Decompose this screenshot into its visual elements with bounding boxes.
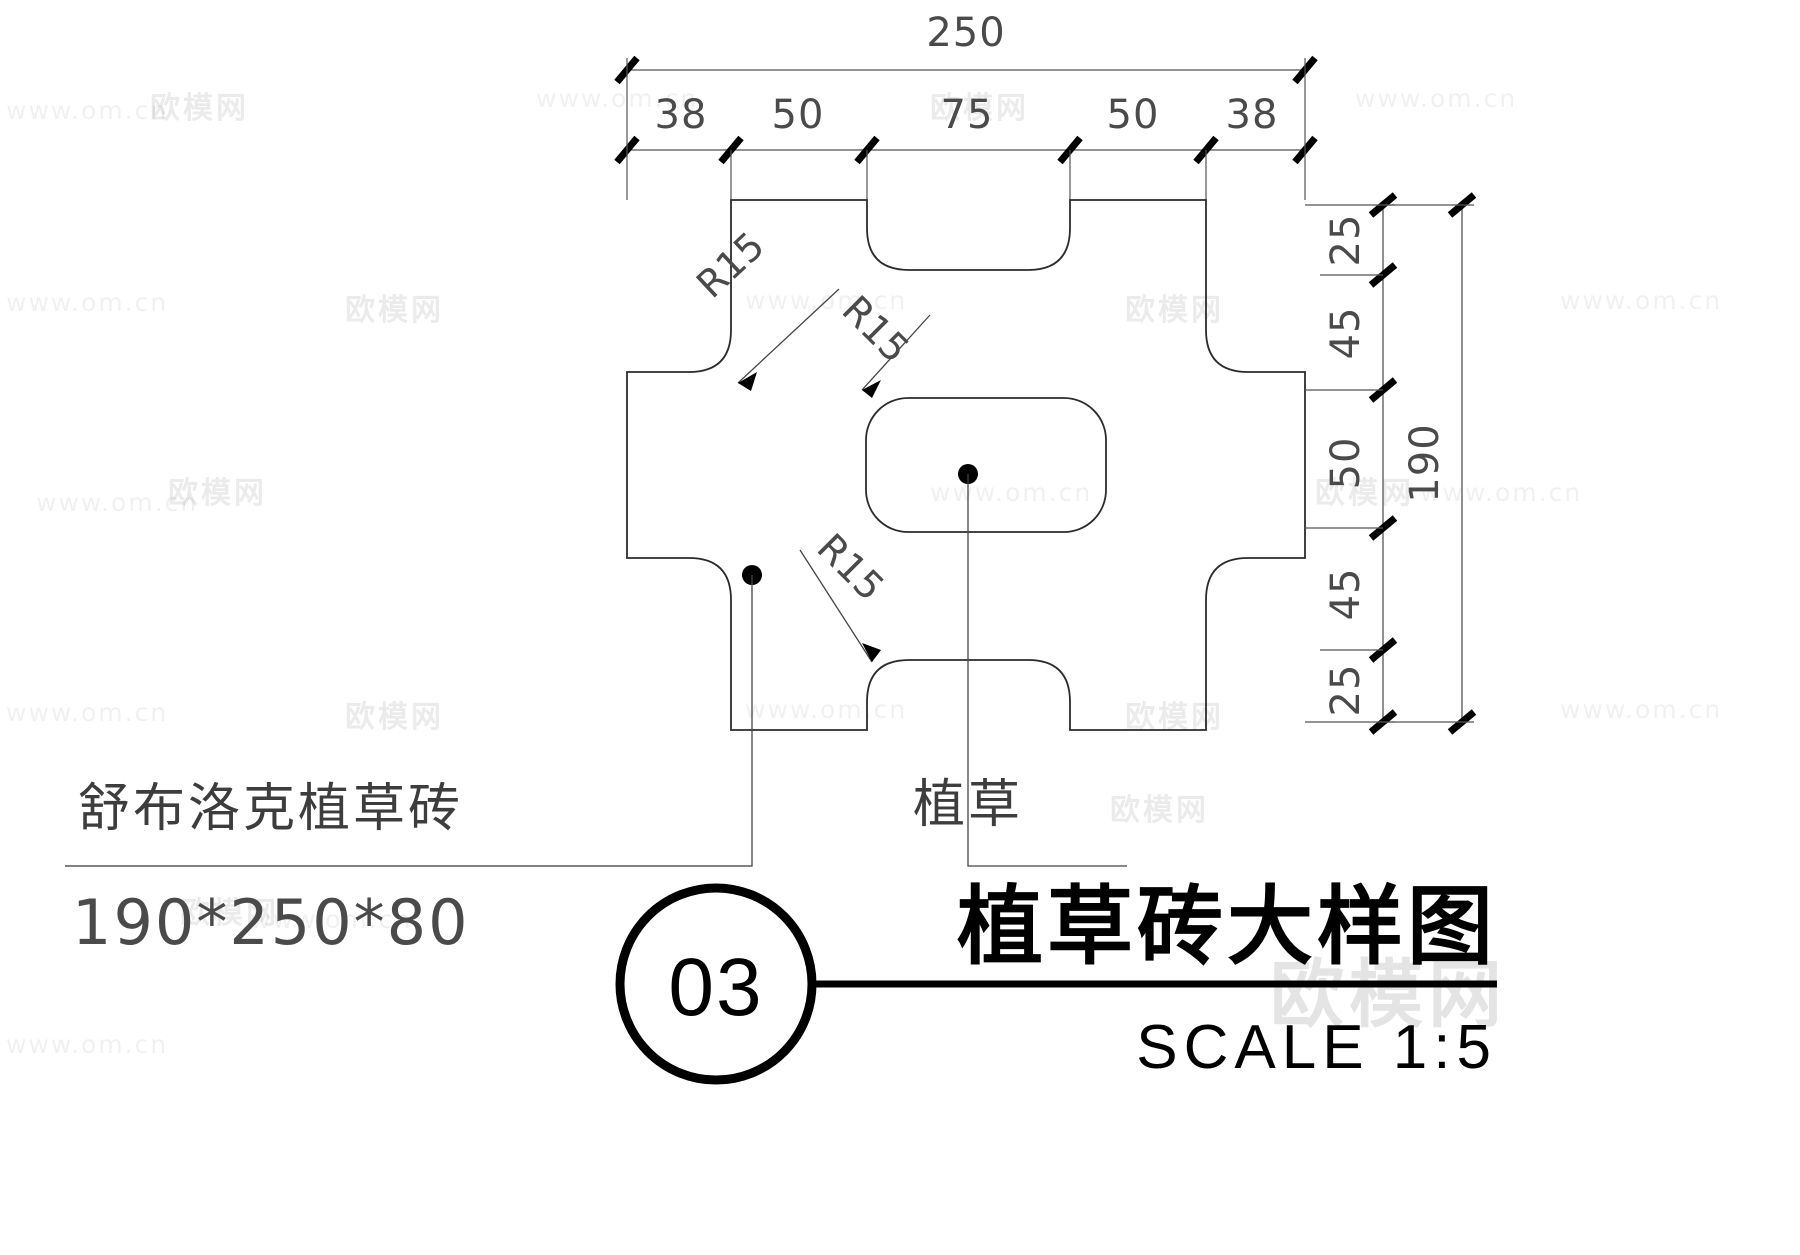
scale-label: SCALE 1:5 [1136, 1013, 1497, 1082]
radius-callout-3: R15 [799, 525, 893, 663]
top-overall-dimension [614, 55, 1318, 85]
dim-right-seg-1: 25 [1323, 214, 1369, 267]
dim-top-seg-2: 50 [772, 92, 825, 138]
dim-top-seg-5: 38 [1226, 92, 1279, 138]
material-note: 舒布洛克植草砖 [78, 779, 463, 839]
radius-label-1: R15 [688, 223, 773, 306]
dim-top-seg-1: 38 [655, 92, 708, 138]
dim-top-seg-3: 75 [941, 92, 994, 138]
grass-center-marker [958, 464, 1127, 867]
radius-label-3: R15 [809, 525, 893, 609]
dim-right-total: 190 [1402, 423, 1448, 502]
dim-right-seg-3: 50 [1323, 437, 1369, 490]
page-title: 植草砖大样图 [957, 877, 1497, 977]
radius-callout-2: R15 [834, 287, 931, 398]
dim-right-seg-4: 45 [1323, 568, 1369, 621]
detail-number: 03 [668, 942, 763, 1033]
dim-right-seg-5: 25 [1323, 664, 1369, 717]
right-overall-dimension [1383, 192, 1477, 735]
detail-bubble[interactable]: 03 [615, 883, 817, 1085]
radius-callout-1: R15 [688, 223, 840, 391]
dim-top-total: 250 [926, 10, 1005, 56]
dim-right-seg-2: 45 [1323, 307, 1369, 360]
radius-label-2: R15 [834, 287, 918, 371]
grass-void [865, 397, 1107, 533]
paver-outline [626, 199, 1306, 731]
right-chain-dimension [1305, 192, 1398, 735]
grass-label: 植草 [913, 775, 1023, 835]
dim-top-seg-4: 50 [1107, 92, 1160, 138]
top-chain-dimension [614, 58, 1318, 200]
size-note: 190*250*80 [72, 886, 470, 959]
